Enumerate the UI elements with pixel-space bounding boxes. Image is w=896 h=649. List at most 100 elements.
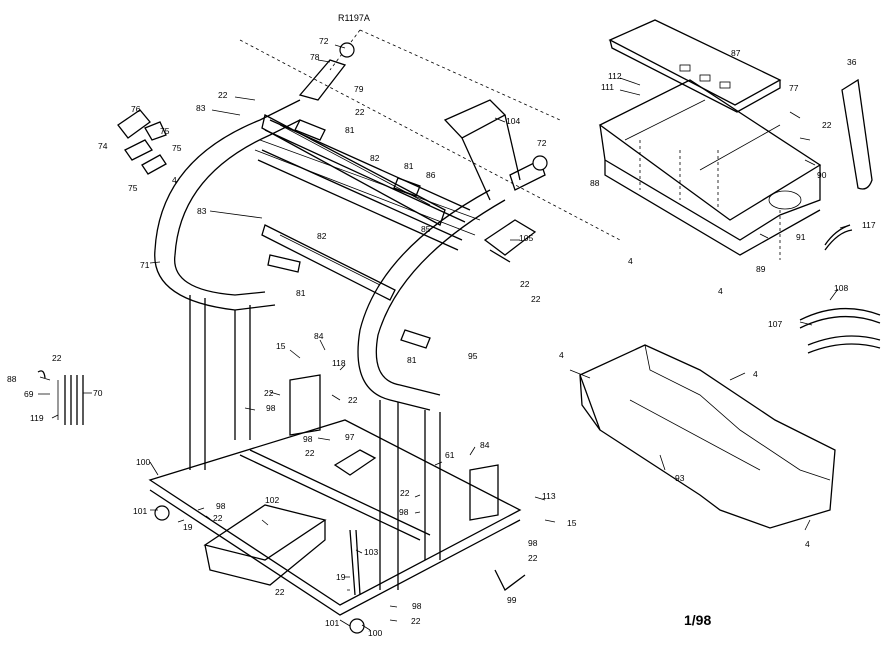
callout: 4: [718, 286, 723, 296]
callout: 81: [404, 161, 414, 171]
callout: 93: [675, 473, 685, 483]
callout: 111: [601, 82, 614, 92]
callout: 98: [412, 601, 422, 611]
callout: 75: [172, 143, 182, 153]
callout: 4: [172, 175, 177, 185]
callout-labels: 72 78 79 22 22 83 81 76 74 75 75 75 4 82…: [7, 36, 876, 638]
tray-102: [203, 504, 327, 586]
callout: 4: [628, 256, 633, 266]
bracket-81: [267, 119, 431, 349]
callout: 69: [24, 389, 34, 399]
callout: 90: [817, 170, 827, 180]
callout: 98: [216, 501, 226, 511]
callout: 81: [296, 288, 306, 298]
callout: 22: [355, 107, 365, 117]
callout: 98: [399, 507, 409, 517]
callout: 74: [98, 141, 108, 151]
callout: 88: [590, 178, 600, 188]
part-104: [443, 99, 521, 201]
drawing-code: R1197A: [338, 13, 370, 23]
callout: 82: [317, 231, 327, 241]
callout: 100: [368, 628, 382, 638]
callout: 72: [319, 36, 329, 46]
callout: 91: [796, 232, 806, 242]
callout: 75: [128, 183, 138, 193]
callout: 22: [213, 513, 223, 523]
callout: 117: [862, 220, 876, 230]
callout: 4: [559, 350, 564, 360]
part-97: [333, 449, 377, 476]
callout: 22: [52, 353, 62, 363]
callout: 22: [411, 616, 421, 626]
rod-103: [349, 529, 361, 596]
callout: 100: [136, 457, 150, 467]
callout: 98: [303, 434, 313, 444]
hinge-parts-74-76: [117, 109, 167, 175]
callout: 22: [531, 294, 541, 304]
callout: 81: [345, 125, 355, 135]
callout: 72: [537, 138, 547, 148]
callout: 22: [520, 279, 530, 289]
callout: 101: [325, 618, 339, 628]
part-36: [841, 78, 873, 190]
console-guides: [639, 140, 781, 260]
wheel-101-a: [154, 505, 170, 521]
callout: 81: [407, 355, 417, 365]
revision-date: 1/98: [684, 612, 711, 628]
guide-line-top: [239, 29, 621, 241]
callout: 84: [314, 331, 324, 341]
callout: 19: [336, 572, 346, 582]
callout: 61: [445, 450, 455, 460]
straps-107-108: [799, 307, 881, 354]
callout: 77: [789, 83, 799, 93]
callout: 113: [542, 491, 556, 501]
callout: 119: [30, 413, 44, 423]
callout: 112: [608, 71, 622, 81]
callout: 104: [506, 116, 520, 126]
part-117: [824, 224, 853, 251]
callout: 22: [400, 488, 410, 498]
callout: 83: [196, 103, 206, 113]
callout: 22: [822, 120, 832, 130]
end-cap-72-a: [339, 42, 355, 58]
callout: 98: [528, 538, 538, 548]
callout: 22: [305, 448, 315, 458]
callout: 36: [847, 57, 857, 67]
callout: 70: [93, 388, 103, 398]
hardware-69-70-119: [37, 370, 84, 425]
wrench-99: [494, 569, 526, 591]
callout: 79: [354, 84, 364, 94]
callout: 108: [834, 283, 848, 293]
callout: 22: [264, 388, 274, 398]
callout: 19: [183, 522, 193, 532]
leader-lines: [38, 44, 851, 631]
callout: 22: [348, 395, 358, 405]
callout: 75: [160, 126, 170, 136]
callout: 4: [753, 369, 758, 379]
wheel-101-b: [349, 618, 365, 634]
crossbar-82-lower: [261, 224, 396, 301]
callout: 22: [528, 553, 538, 563]
base-frame: [148, 374, 522, 616]
motor-hood-91: [598, 79, 822, 256]
callout: 88: [7, 374, 17, 384]
callout: 78: [310, 52, 320, 62]
callout: 86: [426, 170, 436, 180]
callout: 22: [218, 90, 228, 100]
callout: 107: [768, 319, 782, 329]
callout: 84: [480, 440, 490, 450]
callout: 83: [197, 206, 207, 216]
callout: 101: [133, 506, 147, 516]
callout: 95: [468, 351, 478, 361]
callout: 82: [370, 153, 380, 163]
callout: 98: [266, 403, 276, 413]
upright-frame: [154, 99, 506, 590]
callout: 89: [756, 264, 766, 274]
callout: 76: [131, 104, 141, 114]
callout: 15: [276, 341, 286, 351]
callout: 22: [275, 587, 285, 597]
bracket-105: [483, 219, 537, 263]
callout: 102: [265, 495, 279, 505]
